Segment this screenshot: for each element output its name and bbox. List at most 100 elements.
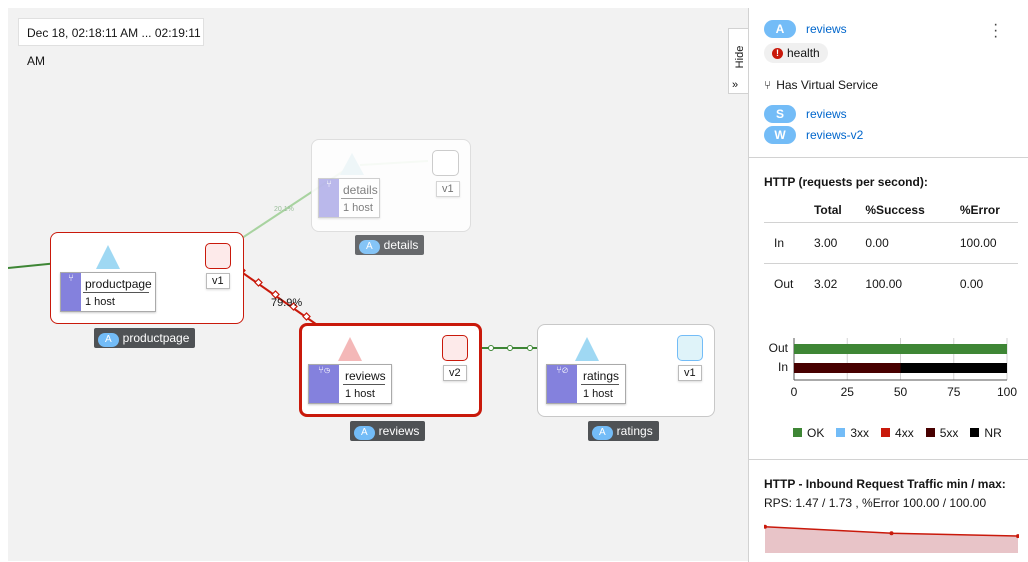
edge-label-reviews: 79.9% <box>271 297 303 309</box>
edge-label-details: 20.1% <box>274 206 294 213</box>
workload-badge: W <box>764 126 796 144</box>
virtual-service-label: Has Virtual Service <box>776 78 879 92</box>
service-name: details <box>343 183 378 197</box>
health-label: health <box>787 46 820 60</box>
legend-item: 4xx <box>881 426 914 440</box>
legend-label: 3xx <box>850 426 870 440</box>
app-row: A reviews <box>764 20 847 38</box>
reviews-workload-node[interactable] <box>442 335 468 361</box>
table-row: Out 3.02 100.00 0.00 <box>764 263 1018 304</box>
tick-label: 25 <box>841 385 855 399</box>
hide-panel-button[interactable]: Hide » <box>728 28 748 94</box>
table-row: In 3.00 0.00 100.00 <box>764 222 1018 264</box>
legend-item: OK <box>793 426 824 440</box>
branch-blocked-icon: ⑂⊘ <box>547 365 577 403</box>
edge-marker <box>289 302 298 311</box>
app-name: productpage <box>122 331 190 345</box>
details-service-node[interactable] <box>340 153 364 175</box>
table-header-cell: %Error <box>959 203 1000 217</box>
reviews-version-label: v2 <box>443 365 467 381</box>
ratings-version-label: v1 <box>678 365 702 381</box>
legend-swatch <box>970 428 980 437</box>
details-version-label: v1 <box>436 181 460 197</box>
error-icon: ! <box>772 47 783 59</box>
service-hosts: 1 host <box>345 388 375 400</box>
edge-dot <box>507 345 513 351</box>
reviews-service-node[interactable] <box>338 337 362 361</box>
sparkline-area <box>765 526 1018 553</box>
http-rates-table: Total %Success %Error In 3.00 0.00 100.0… <box>764 198 1018 304</box>
branch-icon: ⑂ <box>764 78 772 92</box>
summary-panel: A reviews ··· ! health ⑂ Has Virtual Ser… <box>748 8 1028 562</box>
app-name: details <box>383 238 419 252</box>
details-service-label[interactable]: ⑂ details 1 host <box>318 178 380 218</box>
app-link[interactable]: reviews <box>806 22 847 36</box>
productpage-service-label[interactable]: ⑂ productpage 1 host <box>60 272 156 312</box>
service-link[interactable]: reviews <box>806 107 847 121</box>
time-range-display: Dec 18, 02:18:11 AM ... 02:19:11 AM <box>18 18 204 68</box>
table-header-cell <box>764 198 804 223</box>
app-badge: A <box>764 20 796 38</box>
legend-swatch <box>881 428 891 437</box>
edge-marker <box>271 290 280 299</box>
legend-item: NR <box>970 426 1002 440</box>
legend-swatch <box>836 428 846 437</box>
app-badge: A <box>359 240 380 254</box>
table-cell: Out <box>764 263 804 304</box>
service-row: S reviews <box>764 105 847 123</box>
productpage-service-node[interactable] <box>96 245 120 269</box>
details-workload-node[interactable] <box>432 150 459 176</box>
ratings-workload-node[interactable] <box>677 335 703 361</box>
branch-clock-icon: ⑂◷ <box>309 365 339 403</box>
service-hosts: 1 host <box>583 388 613 400</box>
productpage-version-label: v1 <box>206 273 230 289</box>
double-chevron-right-icon: » <box>732 79 739 91</box>
legend-item: 3xx <box>836 426 869 440</box>
separator <box>341 198 373 199</box>
legend-swatch <box>793 428 802 437</box>
app-badge: A <box>592 426 613 440</box>
productpage-workload-node[interactable] <box>205 243 231 269</box>
table-header: Total %Success %Error <box>764 198 1018 223</box>
table-cell: In <box>764 222 804 264</box>
edge-marker <box>254 278 263 287</box>
chart-legend: OK 3xx 4xx 5xx NR <box>793 426 1002 440</box>
edge-marker <box>302 312 311 321</box>
separator <box>343 384 385 385</box>
hide-label: Hide <box>734 45 746 69</box>
legend-item: 5xx <box>925 426 959 440</box>
kebab-menu-icon[interactable]: ··· <box>993 16 999 45</box>
tick-label: 0 <box>791 385 798 399</box>
legend-label: 4xx <box>895 426 914 440</box>
category-label: In <box>778 360 788 374</box>
edge-dot <box>527 345 533 351</box>
legend-label: 5xx <box>939 426 959 440</box>
tick-label: 50 <box>894 385 908 399</box>
sparkline-point <box>889 531 894 536</box>
health-badge[interactable]: ! health <box>764 43 828 63</box>
table-cell: 3.02 <box>803 263 856 304</box>
app-name: reviews <box>378 424 420 438</box>
legend-label: NR <box>984 426 1002 440</box>
ratings-service-label[interactable]: ⑂⊘ ratings 1 host <box>546 364 626 404</box>
workload-link[interactable]: reviews-v2 <box>806 128 864 142</box>
branch-icon: ⑂ <box>61 273 81 311</box>
inbound-title: HTTP - Inbound Request Traffic min / max… <box>764 477 1006 491</box>
tick-label: 100 <box>997 385 1017 399</box>
service-graph[interactable]: Dec 18, 02:18:11 AM ... 02:19:11 AM v1 ⑂… <box>8 8 748 561</box>
sparkline-point <box>1016 534 1019 539</box>
service-badge: S <box>764 105 796 123</box>
reviews-service-label[interactable]: ⑂◷ reviews 1 host <box>308 364 392 404</box>
ratings-service-node[interactable] <box>575 337 599 361</box>
http-title: HTTP (requests per second): <box>764 175 928 189</box>
bar-segment <box>900 363 1007 373</box>
table-header-cell: Total <box>813 203 842 217</box>
separator <box>581 384 619 385</box>
app-name: ratings <box>616 424 653 438</box>
category-label: Out <box>769 341 789 355</box>
